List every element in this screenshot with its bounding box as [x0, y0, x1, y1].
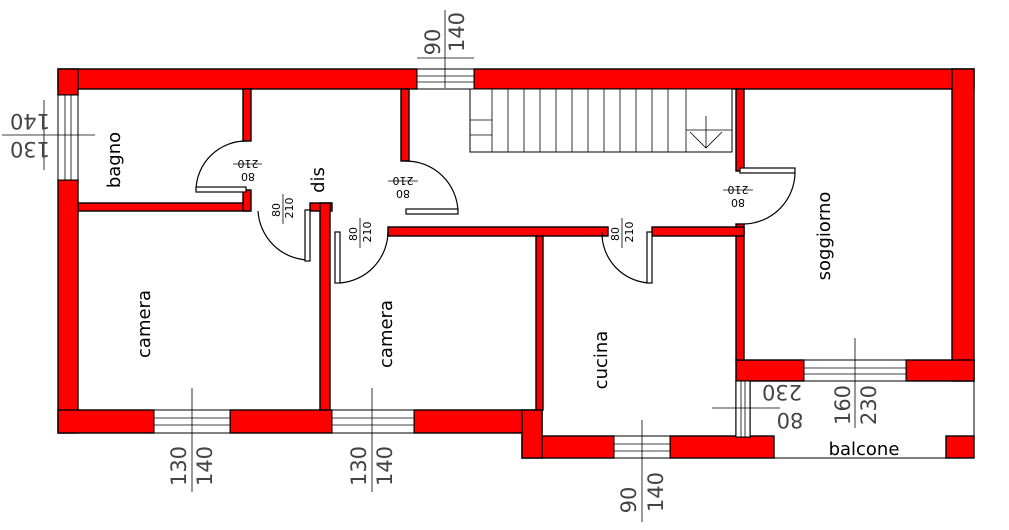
wall-soggiorno-left-bottom: [735, 223, 745, 361]
window-bottom-cucina: [613, 420, 671, 522]
window-dimensions: 90 140 140 130 130 140 130 140 90 140 16…: [10, 12, 881, 513]
window-balcony-door-width: 160: [831, 385, 855, 425]
wall-cucina-top: [651, 226, 745, 237]
wall-left-top: [57, 68, 79, 96]
window-camera-2-height: 140: [373, 446, 397, 486]
windows: [2, 10, 975, 522]
window-balcony-door-height: 230: [857, 385, 881, 425]
doors: [195, 140, 796, 284]
wall-bottom-1: [57, 409, 155, 434]
door-bagno: [195, 140, 248, 193]
window-camera-1-width: 130: [167, 446, 191, 486]
wall-top-right: [473, 68, 975, 90]
wall-camera2-top: [387, 226, 609, 237]
window-top-width: 90: [421, 29, 445, 56]
door-cucina-height: 210: [623, 222, 636, 243]
wall-dis-corridor: [400, 88, 410, 162]
wall-bagno-right-bottom: [242, 189, 252, 212]
door-dis-right-width: 80: [396, 187, 410, 200]
window-left-height: 140: [10, 109, 50, 133]
wall-right: [951, 68, 975, 382]
wall-balcony-corner: [945, 435, 975, 459]
door-camera-2: [334, 231, 389, 284]
wall-cucina-left: [535, 235, 544, 411]
window-camera-2-width: 130: [347, 446, 371, 486]
door-bagno-height: 210: [238, 157, 259, 170]
door-camera-1-width: 80: [270, 203, 283, 217]
door-camera-2-height: 210: [361, 222, 374, 243]
door-cucina-width: 80: [609, 227, 622, 241]
door-dis-right-height: 210: [393, 174, 414, 187]
window-balcony-door: [803, 338, 907, 428]
wall-cucina-step: [521, 409, 543, 459]
wall-bagno-right-top: [242, 88, 252, 142]
window-balcony-side-width: 80: [777, 408, 804, 432]
window-balcony-side-height: 230: [762, 380, 802, 404]
wall-soggiorno-left-top: [735, 88, 745, 172]
wall-left: [57, 179, 79, 434]
window-bottom-camera-1: [153, 388, 231, 492]
door-dis-right: [404, 160, 459, 215]
room-labels: bagno dis camera camera cucina soggiorno…: [104, 132, 899, 460]
door-cucina: [601, 231, 653, 284]
wall-top-left: [57, 68, 418, 90]
room-label-soggiorno: soggiorno: [814, 192, 835, 281]
balcony-outline: [750, 380, 975, 436]
window-left: [2, 94, 95, 181]
window-top: [416, 10, 475, 90]
door-soggiorno-width: 80: [731, 196, 745, 209]
room-label-camera-1: camera: [134, 290, 155, 358]
wall-camera-partition: [319, 202, 331, 411]
room-label-balcone: balcone: [829, 439, 900, 460]
window-top-height: 140: [445, 12, 469, 52]
window-left-width: 130: [10, 137, 50, 161]
door-camera-1-height: 210: [283, 198, 296, 219]
wall-cucina-bottom-right: [669, 435, 775, 459]
door-bagno-width: 80: [241, 170, 255, 183]
stairs: [469, 88, 733, 153]
door-soggiorno-height: 210: [728, 183, 749, 196]
door-soggiorno: [739, 167, 796, 225]
window-cucina-width: 90: [617, 487, 641, 514]
wall-soggiorno-bottom-left: [735, 359, 805, 382]
door-camera-1: [257, 209, 311, 262]
wall-soggiorno-bottom-right: [905, 359, 975, 382]
wall-bottom-2: [229, 409, 333, 434]
window-bottom-camera-2: [331, 388, 415, 492]
door-camera-2-width: 80: [347, 227, 360, 241]
wall-bagno-bottom: [77, 202, 251, 212]
room-label-bagno: bagno: [104, 132, 125, 188]
room-label-dis: dis: [308, 167, 329, 193]
window-camera-1-height: 140: [193, 446, 217, 486]
window-cucina-height: 140: [644, 472, 668, 512]
room-label-camera-2: camera: [376, 300, 397, 368]
window-balcony-side: [712, 380, 780, 438]
room-label-cucina: cucina: [591, 331, 612, 390]
door-dimensions: 210 80 80 210 210 80 80 210 80 210 210 8…: [233, 157, 753, 248]
